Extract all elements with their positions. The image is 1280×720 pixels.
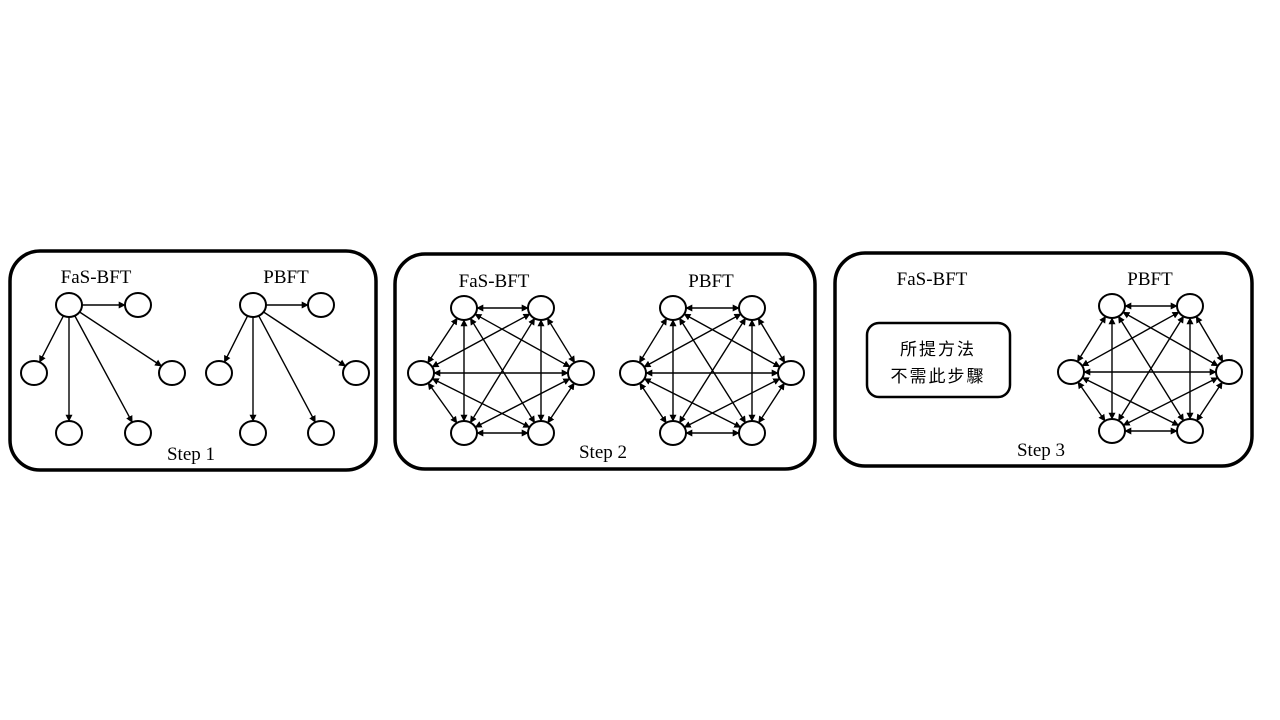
message-edge: [643, 378, 742, 428]
step1-fas-title: FaS-BFT: [61, 267, 132, 288]
primary-node: [239, 292, 267, 318]
replica-node: [450, 295, 478, 321]
message-edge: [683, 378, 781, 428]
replica-node: [738, 295, 766, 321]
message-edge: [1081, 377, 1180, 426]
replica-node: [55, 420, 83, 446]
message-edge: [1081, 311, 1180, 367]
replica-node: [738, 420, 766, 446]
message-edge: [547, 382, 575, 424]
step3-pbft-title: PBFT: [1127, 269, 1173, 290]
replica-node: [20, 360, 48, 386]
message-edge: [431, 313, 531, 368]
replica-node: [1098, 293, 1126, 319]
message-edge: [1196, 381, 1223, 422]
replica-node: [307, 292, 335, 318]
replica-node: [1098, 418, 1126, 444]
replica-node: [342, 360, 370, 386]
replica-node: [407, 360, 435, 386]
broadcast-edge: [79, 311, 163, 367]
message-edge: [474, 313, 571, 368]
replica-node: [1176, 293, 1204, 319]
message-edge: [1195, 315, 1224, 363]
message-edge: [474, 378, 571, 428]
step2-fas-graph: [407, 295, 595, 446]
message-edge: [1077, 381, 1106, 422]
replica-node: [659, 420, 687, 446]
step1-label: Step 1: [167, 444, 215, 465]
message-edge: [639, 382, 667, 424]
broadcast-edge: [258, 315, 316, 423]
message-edge: [1122, 377, 1219, 426]
message-edge: [1122, 311, 1219, 367]
message-edge: [638, 317, 668, 364]
step3-note-line-2: 不需此步驟: [891, 367, 986, 387]
replica-node: [1057, 359, 1085, 385]
step2-frame: [393, 252, 817, 471]
replica-node: [124, 292, 152, 318]
step1-panel: FaS-BFT PBFT Step 1: [8, 249, 378, 472]
replica-node: [777, 360, 805, 386]
replica-node: [659, 295, 687, 321]
step1-pbft-title: PBFT: [263, 267, 309, 288]
step3-pbft-graph: [1057, 293, 1243, 444]
broadcast-edge: [74, 315, 133, 423]
replica-node: [158, 360, 186, 386]
step3-fas-title: FaS-BFT: [897, 269, 968, 290]
step3-note-box: [865, 321, 1012, 399]
replica-node: [307, 420, 335, 446]
step1-frame: [8, 249, 378, 472]
step2-panel: FaS-BFT PBFT Step 2: [393, 252, 817, 471]
message-edge: [431, 378, 531, 428]
replica-node: [205, 360, 233, 386]
step1-fas-graph: [20, 292, 186, 446]
step2-label: Step 2: [579, 442, 627, 463]
primary-node: [55, 292, 83, 318]
step3-frame: [833, 251, 1254, 468]
step2-pbft-graph: [619, 295, 805, 446]
replica-node: [619, 360, 647, 386]
broadcast-edge: [263, 311, 347, 367]
replica-node: [239, 420, 267, 446]
replica-node: [567, 360, 595, 386]
replica-node: [124, 420, 152, 446]
message-edge: [757, 317, 786, 364]
broadcast-edge: [223, 315, 249, 363]
step3-label: Step 3: [1017, 440, 1065, 461]
replica-node: [1215, 359, 1243, 385]
step3-panel: FaS-BFT PBFT 所提方法 不需此步驟 Step 3: [833, 251, 1254, 468]
step2-pbft-title: PBFT: [688, 271, 734, 292]
replica-node: [527, 420, 555, 446]
message-edge: [758, 382, 785, 424]
broadcast-edge: [38, 315, 65, 363]
replica-node: [1176, 418, 1204, 444]
step3-note-line-1: 所提方法: [900, 340, 976, 360]
replica-node: [527, 295, 555, 321]
replica-node: [450, 420, 478, 446]
message-edge: [643, 313, 742, 368]
message-edge: [546, 317, 576, 364]
step1-pbft-graph: [205, 292, 370, 446]
step2-fas-title: FaS-BFT: [459, 271, 530, 292]
